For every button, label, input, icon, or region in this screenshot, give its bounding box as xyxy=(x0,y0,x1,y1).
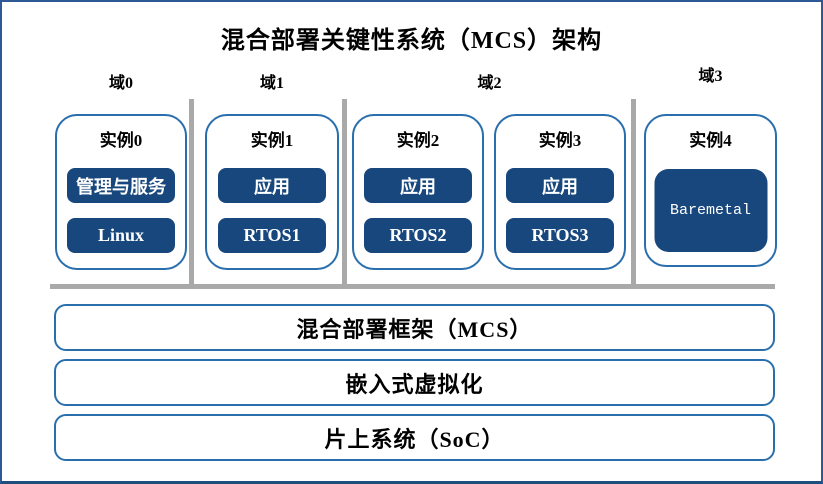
component-app-3: 应用 xyxy=(506,168,614,203)
domain-divider-1-2 xyxy=(342,99,347,289)
component-linux: Linux xyxy=(67,218,175,253)
component-app-2: 应用 xyxy=(364,168,472,203)
instance-label: 实例0 xyxy=(99,131,143,150)
layer-soc: 片上系统（SoC） xyxy=(54,414,775,461)
diagram-title: 混合部署关键性系统（MCS）架构 xyxy=(220,28,603,54)
component-mgmt-services: 管理与服务 xyxy=(67,168,175,203)
component-baremetal: Baremetal xyxy=(654,169,767,252)
instance-box-3: 实例3 应用 RTOS3 xyxy=(494,114,626,270)
instance-box-2: 实例2 应用 RTOS2 xyxy=(352,114,484,270)
domain-label-3: 域3 xyxy=(698,68,723,85)
layer-mcs-framework: 混合部署框架（MCS） xyxy=(54,304,775,351)
component-app-1: 应用 xyxy=(218,168,326,203)
instance-label: 实例3 xyxy=(538,131,582,150)
domain-label-2: 域2 xyxy=(477,75,502,92)
domain-divider-0-1 xyxy=(189,99,194,289)
component-rtos1: RTOS1 xyxy=(218,218,326,253)
component-rtos2: RTOS2 xyxy=(364,218,472,253)
instance-box-0: 实例0 管理与服务 Linux xyxy=(55,114,187,270)
hardware-divider-line xyxy=(50,284,775,289)
domain-label-0: 域0 xyxy=(108,75,133,92)
instance-box-4: 实例4 Baremetal xyxy=(644,114,777,267)
layer-embedded-virtualization: 嵌入式虚拟化 xyxy=(54,359,775,406)
instance-label: 实例4 xyxy=(689,131,732,150)
instance-label: 实例2 xyxy=(396,131,440,150)
domain-label-1: 域1 xyxy=(259,75,284,92)
instance-label: 实例1 xyxy=(250,131,294,150)
instance-box-1: 实例1 应用 RTOS1 xyxy=(205,114,339,270)
component-rtos3: RTOS3 xyxy=(506,218,614,253)
domain-divider-2-3 xyxy=(631,99,636,289)
